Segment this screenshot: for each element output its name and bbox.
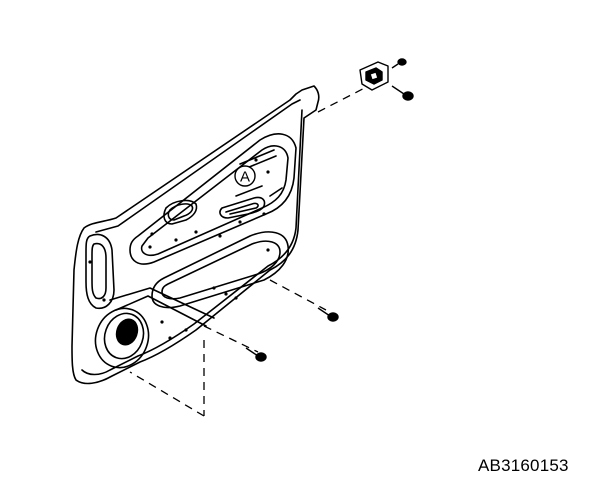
callout-a-label: A: [240, 169, 250, 186]
screw-middle-right: [317, 307, 339, 322]
inner-door-handle: [219, 196, 266, 219]
lower-pocket-outer: [151, 231, 289, 309]
switch-pocket: [163, 199, 198, 225]
part-code-label: AB3160153: [478, 456, 569, 475]
screw-bracket-lower: [391, 85, 414, 101]
clip-hole-dots: [88, 158, 270, 340]
screw-top-right: [391, 58, 407, 69]
retaining-clip-bracket: [359, 61, 389, 91]
pull-pocket-left-inner: [91, 242, 107, 300]
upper-insert-outer: [129, 133, 297, 265]
inner-door-handle-bezel: [225, 202, 259, 215]
speaker-grille-center: [115, 318, 139, 346]
speaker-grille-outer: [94, 307, 150, 369]
upper-insert-inner: [140, 145, 289, 257]
speaker-grille-ring: [103, 312, 145, 360]
lower-bolster-band: [109, 287, 215, 327]
screw-lower-middle: [245, 347, 267, 362]
pull-pocket-left: [85, 233, 115, 310]
handle-bezel-lines: [235, 149, 283, 197]
lower-pocket-inner: [161, 240, 281, 300]
door-panel-outline: [71, 85, 320, 385]
callout-a-marker: A: [234, 165, 256, 187]
switch-pocket-inner: [167, 203, 194, 221]
